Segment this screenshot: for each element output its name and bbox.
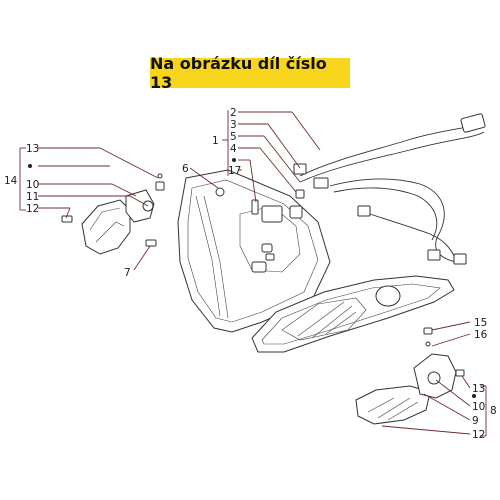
headlight-lens <box>251 275 455 353</box>
label-3: 3 <box>230 119 237 131</box>
label-15: 15 <box>474 317 487 329</box>
label-1: 1 <box>212 135 219 147</box>
wiring-harness <box>293 113 486 265</box>
label-17: 17 <box>228 165 241 177</box>
label-11: 11 <box>26 191 39 203</box>
headlight-housing <box>177 169 331 333</box>
label-12-right: 12 <box>472 429 485 441</box>
label-13-left: 13 <box>26 143 39 155</box>
label-4: 4 <box>230 143 237 155</box>
leader-lines <box>19 110 487 437</box>
label-16: 16 <box>474 329 488 341</box>
label-14: 14 <box>4 175 18 187</box>
label-8: 8 <box>490 405 497 417</box>
right-indicator-assembly <box>355 327 465 425</box>
label-6: 6 <box>182 163 189 175</box>
label-10-left: 10 <box>26 179 39 191</box>
title-text: Na obrázku díl číslo 13 <box>150 54 327 92</box>
title-banner: Na obrázku díl číslo 13 <box>150 54 350 92</box>
label-7: 7 <box>124 267 131 279</box>
fasteners <box>145 187 275 261</box>
label-9: 9 <box>472 415 479 427</box>
part-labels: 13 10 11 12 14 6 7 2 3 5 1 4 17 15 16 13… <box>4 107 497 441</box>
label-5: 5 <box>230 131 237 143</box>
label-2: 2 <box>230 107 237 119</box>
label-12-left: 12 <box>26 203 39 215</box>
bullet-dots <box>28 158 476 398</box>
label-10-right: 10 <box>472 401 485 413</box>
label-13-right: 13 <box>472 383 485 395</box>
